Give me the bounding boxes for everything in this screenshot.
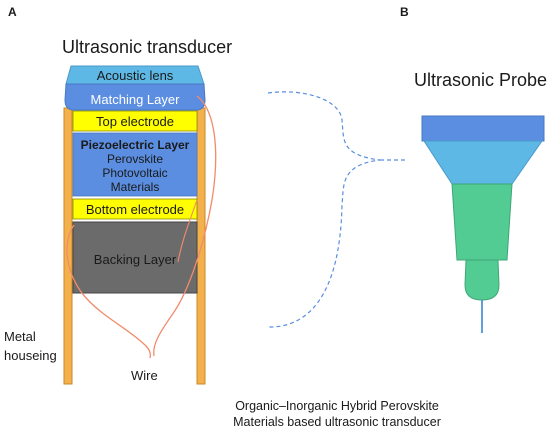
piezo-layer-line1: Perovskite <box>106 152 164 166</box>
caption-line1: Organic–Inorganic Hybrid Perovskite <box>235 399 439 413</box>
matching-layer-label: Matching Layer <box>90 92 180 107</box>
bottom-electrode-shape <box>72 198 198 220</box>
probe-title: Ultrasonic Probe <box>414 70 548 90</box>
wire-right <box>153 95 217 357</box>
probe-tip <box>464 259 500 301</box>
piezo-layer-line2: Photovoltaic <box>102 166 168 180</box>
piezo-layer-shape <box>72 132 198 197</box>
transducer-title: Ultrasonic transducer <box>62 37 233 57</box>
bottom-electrode-label: Bottom electrode <box>85 202 185 217</box>
probe-body <box>451 183 513 261</box>
housing-left-wall <box>63 107 73 385</box>
probe-head <box>421 115 545 142</box>
panel-a-letter: A <box>8 5 17 19</box>
piezo-layer-title: Piezoelectric Layer <box>80 138 190 152</box>
metal-housing-label-line1: Metal <box>4 329 36 344</box>
backing-layer-label: Backing Layer <box>93 252 177 267</box>
piezo-layer-line3: Materials <box>110 180 160 194</box>
wire-inner <box>177 199 198 263</box>
acoustic-lens-label: Acoustic lens <box>96 68 174 83</box>
caption-line2: Materials based ultrasonic transducer <box>233 415 441 429</box>
wire-left <box>66 224 152 359</box>
panel-b-letter: B <box>400 5 409 19</box>
top-electrode-label: Top electrode <box>95 114 175 129</box>
metal-housing-label-line2: houseing <box>4 348 57 363</box>
backing-layer-shape <box>72 221 198 294</box>
probe-neck <box>423 140 543 185</box>
top-electrode-shape <box>72 110 198 132</box>
matching-layer-shape <box>64 83 206 111</box>
dashed-bracket <box>267 91 381 328</box>
wire-label: Wire <box>131 368 158 383</box>
